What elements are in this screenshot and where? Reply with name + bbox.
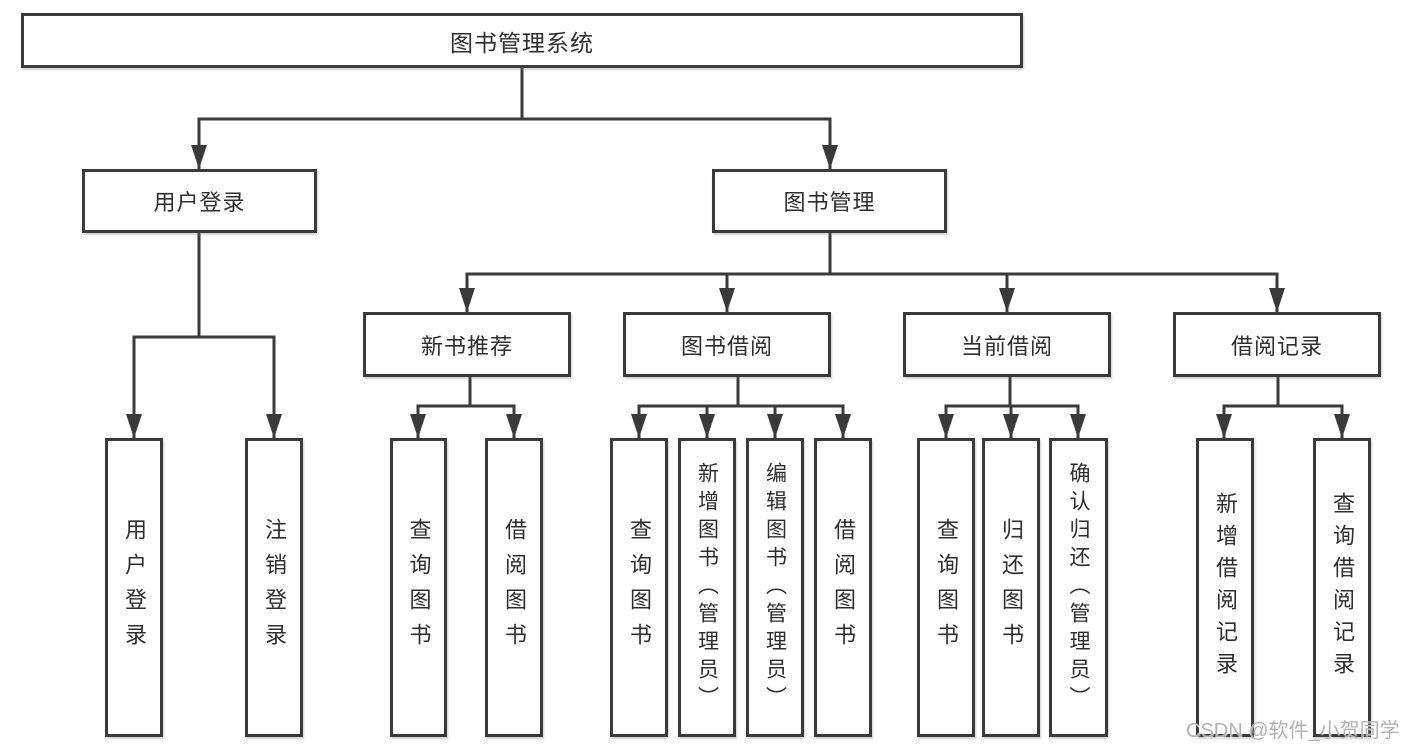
node-borrowing-records-label: 借阅记录 (1230, 333, 1323, 359)
leaf-records-query-record: 查询借阅记录 (1313, 438, 1371, 737)
node-borrowing-records: 借阅记录 (1173, 312, 1381, 377)
node-book-borrowing: 图书借阅 (623, 312, 831, 377)
node-book-borrowing-label: 图书借阅 (680, 333, 773, 359)
leaf-borrowing-query-books-label: 查询图书 (627, 517, 652, 658)
leaf-recommend-query-books: 查询图书 (390, 438, 447, 737)
leaf-borrowing-edit-books-admin: 编辑图书（管理员） (746, 438, 804, 737)
leaf-records-add-record: 新增借阅记录 (1196, 438, 1254, 737)
leaf-logout-label: 注销登录 (262, 517, 287, 658)
leaf-current-return-books-label: 归还图书 (999, 517, 1024, 658)
leaf-current-query-books-label: 查询图书 (934, 517, 959, 658)
node-new-book-recommend-label: 新书推荐 (420, 333, 513, 359)
node-book-management: 图书管理 (712, 169, 947, 233)
leaf-borrowing-add-books-admin: 新增图书（管理员） (678, 438, 736, 737)
leaf-current-query-books: 查询图书 (917, 438, 975, 737)
tree-lines (132, 68, 1344, 438)
node-root-system: 图书管理系统 (21, 13, 1023, 68)
leaf-current-confirm-return-admin-label: 确认归还（管理员） (1067, 461, 1090, 714)
node-user-login-label: 用户登录 (153, 190, 246, 215)
leaf-current-confirm-return-admin: 确认归还（管理员） (1049, 438, 1108, 737)
node-book-management-label: 图书管理 (783, 190, 876, 215)
leaf-current-return-books: 归还图书 (982, 438, 1040, 737)
leaf-borrowing-borrow-books: 借阅图书 (814, 438, 872, 737)
node-user-login: 用户登录 (82, 169, 317, 233)
leaf-records-add-record-label: 新增借阅记录 (1213, 491, 1238, 684)
leaf-recommend-query-books-label: 查询图书 (406, 517, 432, 658)
leaf-logout: 注销登录 (245, 438, 303, 737)
node-current-borrowing: 当前借阅 (903, 312, 1111, 377)
leaf-user-login-label: 用户登录 (122, 517, 147, 658)
node-root-system-label: 图书管理系统 (450, 29, 594, 56)
leaf-borrowing-add-books-admin-label: 新增图书（管理员） (695, 461, 719, 714)
leaf-records-query-record-label: 查询借阅记录 (1330, 491, 1355, 684)
leaf-borrowing-query-books: 查询图书 (610, 438, 668, 737)
leaf-borrowing-borrow-books-label: 借阅图书 (831, 517, 856, 658)
leaf-recommend-borrow-books-label: 借阅图书 (502, 517, 527, 658)
leaf-user-login: 用户登录 (105, 438, 163, 737)
csdn-watermark: CSDN @软件_小贺同学 (1186, 720, 1400, 742)
leaf-recommend-borrow-books: 借阅图书 (485, 438, 543, 737)
node-new-book-recommend: 新书推荐 (363, 312, 571, 377)
node-current-borrowing-label: 当前借阅 (960, 333, 1053, 359)
leaf-borrowing-edit-books-admin-label: 编辑图书（管理员） (763, 461, 787, 714)
